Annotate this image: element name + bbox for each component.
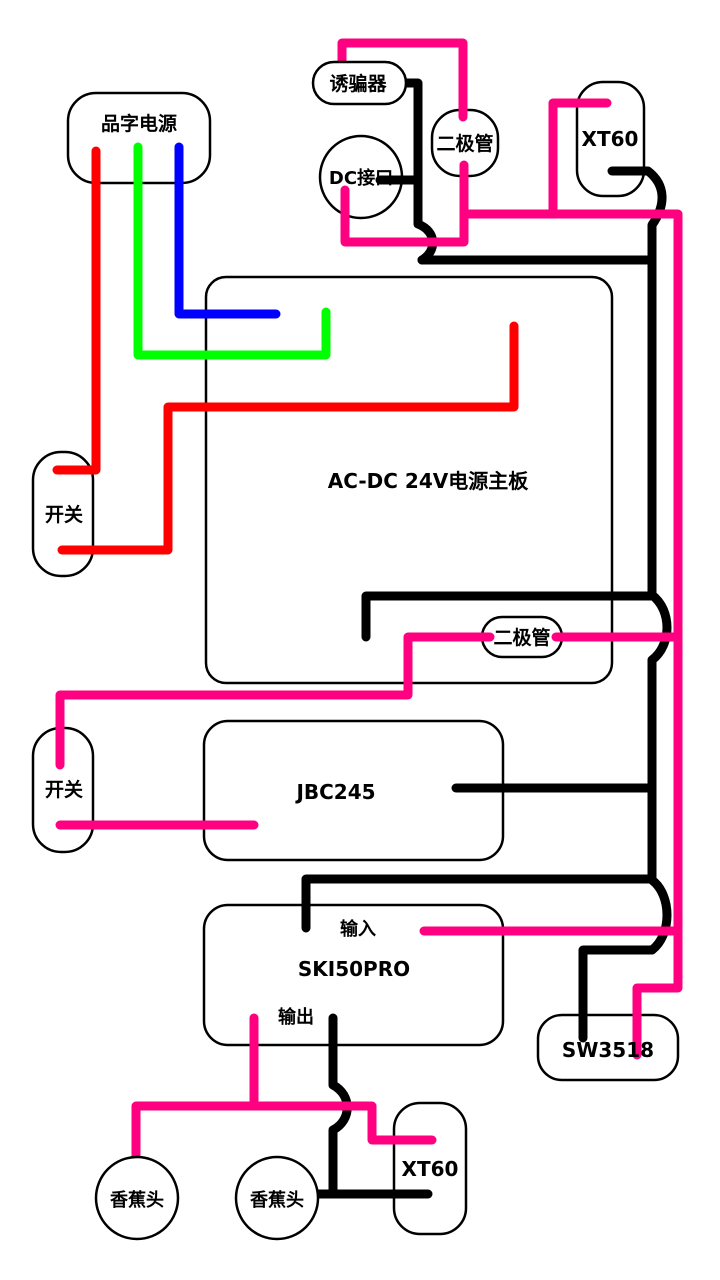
sw3518-label: SW3518 — [562, 1038, 654, 1062]
wire-ground — [133, 142, 331, 360]
banana-1-label: 香蕉头 — [109, 1190, 164, 1211]
ski-output-label: 输出 — [278, 1006, 314, 1028]
wire-neg-board — [361, 591, 657, 642]
xt60-top-label: XT60 — [582, 127, 639, 151]
diode-2-label: 二极管 — [493, 626, 550, 649]
wire-live-2 — [57, 321, 519, 555]
wire-pos-dcjack — [340, 160, 469, 247]
banana-2-label: 香蕉头 — [249, 1190, 304, 1211]
power-pin-label: 品字电源 — [101, 112, 177, 135]
wire-pos-xt60 — [548, 98, 612, 219]
switch-1-box — [31, 450, 95, 578]
switch-2-label: 开关 — [45, 778, 83, 801]
diode-1-label: 二极管 — [436, 132, 493, 155]
wire-pos-banana — [131, 1101, 437, 1175]
dc-jack-label: DC接口 — [329, 167, 393, 189]
wire-neg-ski — [301, 874, 657, 933]
wire-pos-switch2 — [55, 632, 495, 770]
wire-neg-bus-2 — [647, 590, 672, 885]
ski-box — [202, 903, 505, 1047]
sw3518-box — [536, 1013, 680, 1082]
trigger-label: 诱骗器 — [329, 72, 387, 95]
wire-neg-xt60 — [607, 166, 667, 265]
switch-1-label: 开关 — [45, 503, 83, 526]
ac-dc-board-label: AC-DC 24V电源主板 — [328, 469, 529, 493]
wire-pos-bus — [459, 209, 683, 1060]
ski-label: SKI50PRO — [298, 957, 410, 981]
wire-live-1 — [52, 146, 101, 475]
jbc-label: JBC245 — [294, 780, 375, 804]
xt60-bottom-label: XT60 — [402, 1157, 459, 1181]
trigger-box — [311, 60, 408, 106]
banana-1-box — [94, 1155, 180, 1241]
wire-neutral — [174, 142, 281, 319]
wire-pos-trigger-diode — [337, 38, 468, 122]
ski-input-label: 输入 — [340, 918, 376, 940]
wire-neg-bus-3 — [647, 875, 672, 955]
banana-2-box — [234, 1155, 320, 1241]
wire-neg-sw3518 — [578, 945, 657, 1043]
